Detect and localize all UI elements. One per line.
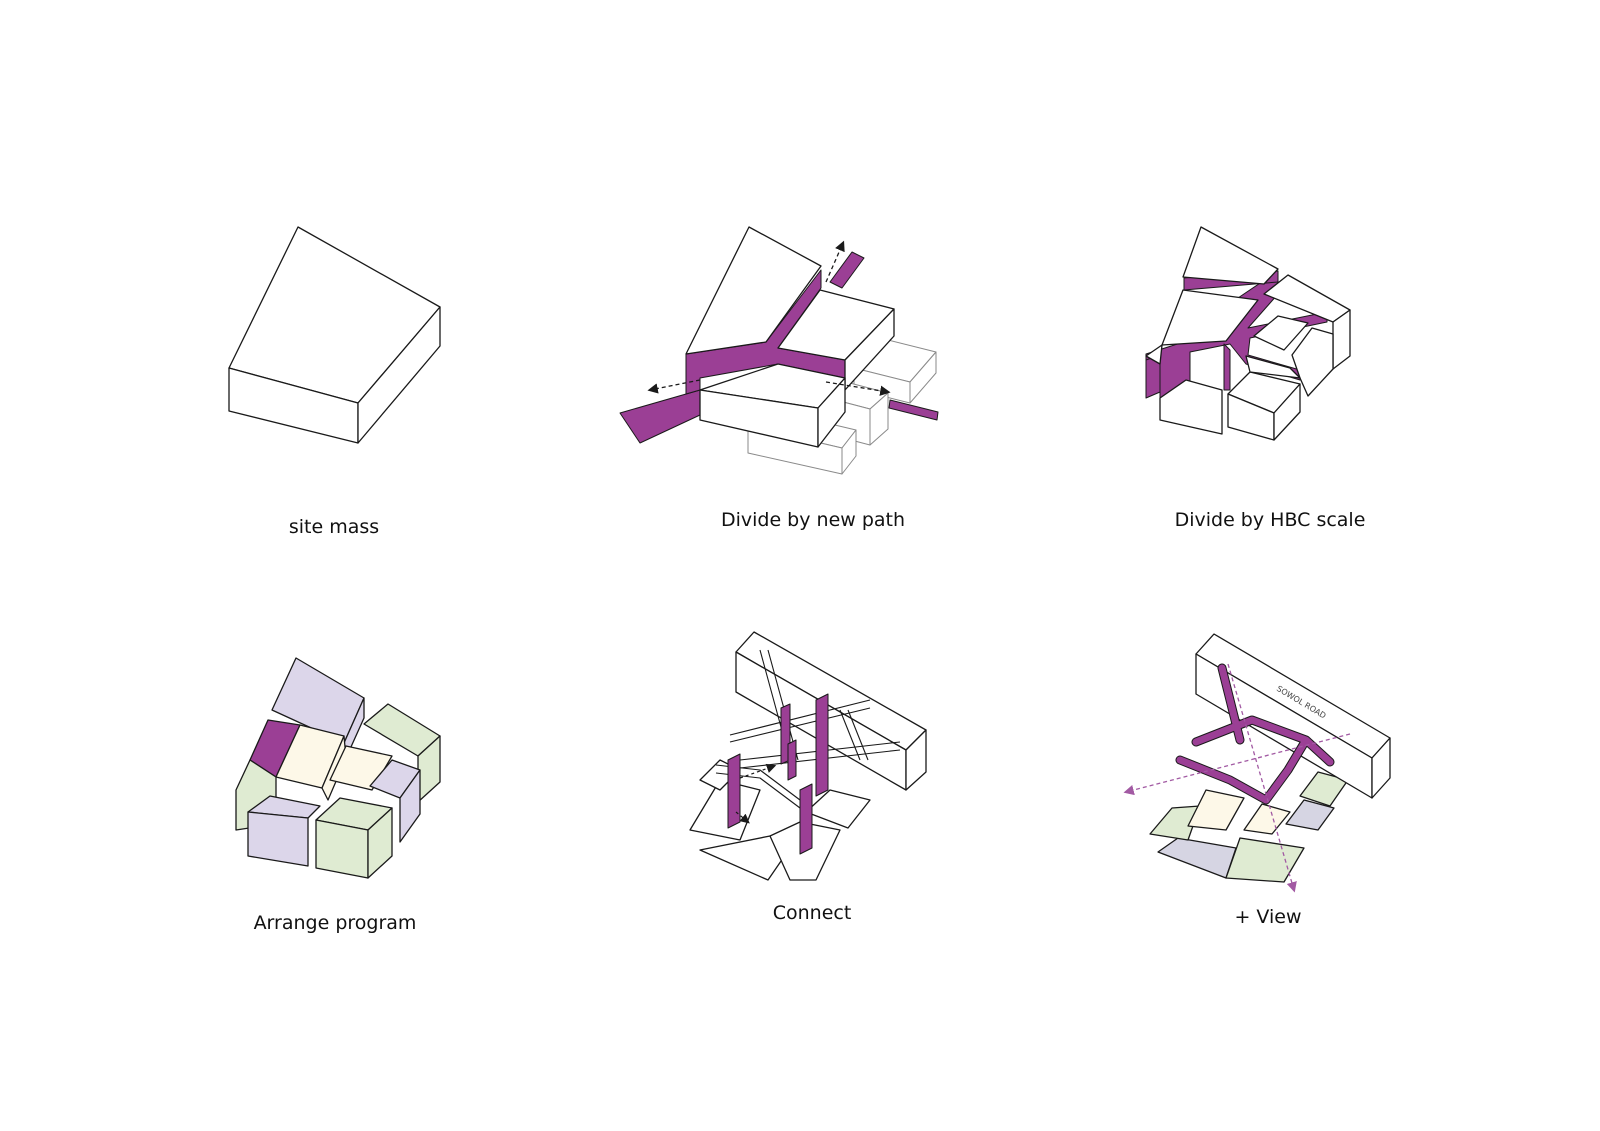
caption-view: + View: [1234, 906, 1302, 928]
view-diagram: SOWOL ROAD: [1123, 633, 1391, 893]
new-path-strips: [619, 251, 939, 444]
left-block-top: [685, 226, 822, 355]
caption-divide-hbc-scale: Divide by HBC scale: [1174, 509, 1366, 531]
new-path-diagram: [619, 226, 939, 475]
connect-diagram: [689, 631, 927, 881]
flow-arrows: [647, 240, 891, 396]
caption-connect: Connect: [772, 902, 852, 924]
caption-arrange-program: Arrange program: [253, 912, 417, 934]
caption-divide-new-path: Divide by new path: [720, 509, 906, 531]
view-plot-green: [1225, 837, 1305, 883]
site-mass-diagram: [228, 226, 441, 444]
caption-site-mass: site mass: [288, 516, 380, 538]
mass-side-face: [357, 306, 441, 444]
connect-towers: [727, 693, 829, 855]
view-plot-grey: [1157, 837, 1237, 879]
hbc-scale-diagram: [1145, 226, 1351, 441]
view-arrows: [1123, 663, 1351, 893]
program-diagram: [235, 657, 441, 879]
